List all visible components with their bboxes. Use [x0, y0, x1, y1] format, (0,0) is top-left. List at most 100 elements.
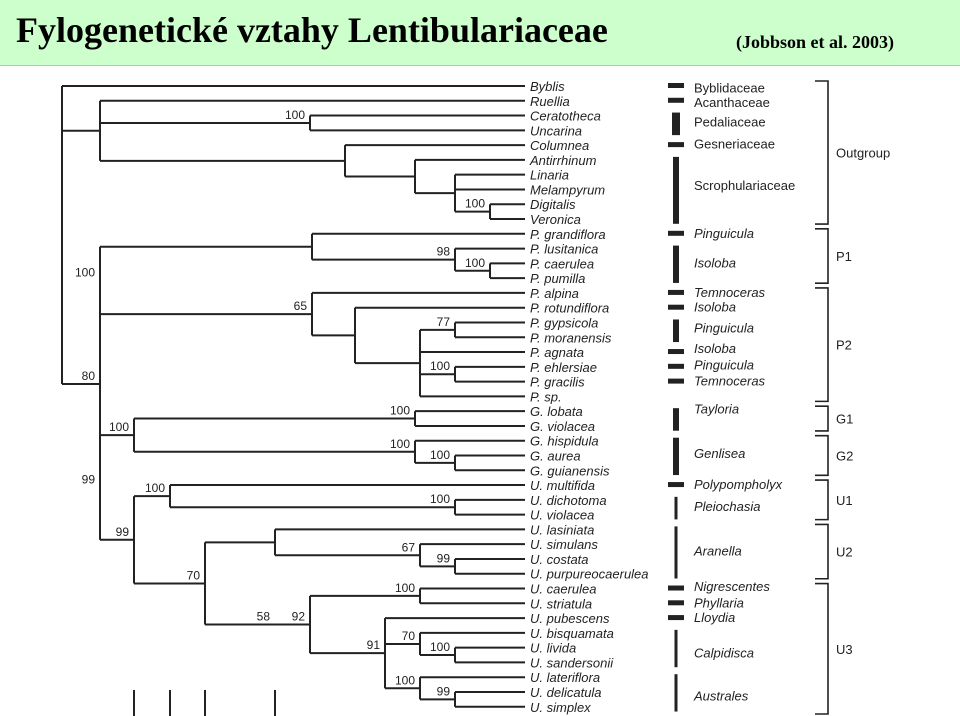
subgroup-label: Aranella [693, 544, 742, 559]
classification-bar [668, 230, 684, 236]
group-label: U3 [836, 642, 853, 657]
group-label: P2 [836, 338, 852, 353]
classification-bar [668, 600, 684, 606]
group-label: U2 [836, 545, 853, 560]
classification-bar [668, 615, 684, 621]
taxon-label: P. rotundiflora [530, 301, 609, 316]
classification-bar [673, 245, 679, 283]
group-label: G2 [836, 449, 853, 464]
citation: (Jobbson et al. 2003) [735, 32, 894, 52]
taxon-label: U. simulans [530, 537, 598, 552]
bootstrap-value: 70 [187, 568, 201, 582]
taxon-label: U. lateriflora [530, 670, 600, 685]
family-label: Byblidaceae [694, 80, 765, 95]
bootstrap-value: 100 [395, 673, 415, 687]
taxon-label: U. violacea [530, 508, 594, 523]
classification-bar [668, 289, 684, 295]
family-label: Gesneriaceae [694, 137, 775, 152]
bootstrap-value: 58 [257, 610, 271, 624]
classification-bar [668, 349, 684, 355]
classification-bar [668, 482, 684, 488]
group-label: P1 [836, 249, 852, 264]
taxon-label: U. purpureocaerulea [530, 567, 649, 582]
subgroup-label: Pinguicula [694, 357, 754, 372]
classification-bar [668, 378, 684, 384]
classification-bar [674, 496, 678, 520]
family-label: Pedaliaceae [694, 114, 766, 129]
bootstrap-value: 100 [395, 581, 415, 595]
bootstrap-value: 99 [116, 525, 130, 539]
subgroup-label: Isoloba [694, 341, 736, 356]
phylogenetic-tree: ByblisRuelliaCeratothecaUncarinaColumnea… [61, 79, 890, 716]
group-label: U1 [836, 493, 853, 508]
classification-bar [668, 304, 684, 310]
classification-bar [673, 319, 679, 343]
taxon-label: U. bisquamata [530, 626, 614, 641]
bootstrap-value: 65 [294, 299, 308, 313]
taxon-label: P. sp. [530, 389, 562, 404]
subgroup-label: Genlisea [694, 446, 745, 461]
classification-bar [673, 437, 679, 476]
subgroup-label: Temnoceras [694, 285, 766, 300]
subgroup-label: Pinguicula [694, 320, 754, 335]
taxon-label: Digitalis [530, 197, 576, 212]
bootstrap-value: 77 [437, 315, 451, 329]
subgroup-label: Nigrescentes [694, 579, 770, 594]
taxon-label: U. pubescens [530, 611, 610, 626]
bootstrap-value: 67 [402, 540, 416, 554]
group-bracket [815, 523, 829, 580]
taxon-label: U. sandersonii [530, 655, 614, 670]
group-label: Outgroup [836, 146, 890, 161]
subgroup-label: Isoloba [694, 255, 736, 270]
bootstrap-value: 99 [82, 472, 96, 486]
taxon-label: G. violacea [530, 419, 595, 434]
bootstrap-value: 100 [465, 256, 485, 270]
taxon-label: U. caerulea [530, 582, 596, 597]
bootstrap-value: 99 [437, 684, 451, 698]
taxon-label: P. ehlersiae [530, 360, 597, 375]
group-bracket [815, 479, 829, 521]
classification-bar [674, 629, 678, 668]
bootstrap-value: 100 [430, 640, 450, 654]
bootstrap-value: 70 [402, 629, 416, 643]
classification-bar [674, 674, 678, 712]
classification-bar [668, 83, 684, 88]
taxon-label: U. lasiniata [530, 522, 594, 537]
subgroup-label: Phyllaria [694, 595, 744, 610]
classification-bars [668, 83, 684, 712]
taxon-label: U. multifida [530, 478, 595, 493]
taxon-label: U. delicatula [530, 685, 602, 700]
bootstrap-value: 100 [430, 492, 450, 506]
group-bracket [815, 582, 829, 715]
tree-branches [61, 85, 525, 716]
classification-bar [668, 585, 684, 591]
family-label: Acanthaceae [694, 95, 770, 110]
taxon-label: G. guianensis [530, 463, 610, 478]
bootstrap-value: 100 [285, 108, 305, 122]
subgroup-label: Lloydia [694, 610, 735, 625]
title-banner: Fylogenetické vztahy Lentibulariaceae (J… [0, 0, 960, 66]
taxon-label: Melampyrum [530, 182, 605, 197]
taxon-label: U. striatula [530, 596, 592, 611]
bootstrap-value: 100 [430, 448, 450, 462]
classification-bar [672, 112, 680, 136]
classification-bar [668, 363, 684, 369]
taxon-label: G. lobata [530, 404, 583, 419]
group-bracket [815, 228, 829, 284]
taxon-label: Antirrhinum [529, 153, 597, 168]
classification-bar [673, 408, 679, 431]
taxon-label: U. simplex [530, 700, 591, 715]
page-title: Fylogenetické vztahy Lentibulariaceae [16, 10, 608, 50]
bootstrap-value: 100 [145, 481, 165, 495]
group-bracket [815, 405, 829, 432]
taxon-label: Ruellia [530, 94, 570, 109]
taxon-label: P. pumilla [530, 271, 585, 286]
bootstrap-value: 80 [82, 369, 96, 383]
bootstrap-value: 99 [437, 551, 451, 565]
bootstrap-value: 100 [390, 404, 410, 418]
bootstrap-value: 91 [367, 638, 381, 652]
taxon-label: P. alpina [530, 286, 579, 301]
taxon-label: Uncarina [530, 123, 582, 138]
taxon-label: P. agnata [530, 345, 584, 360]
